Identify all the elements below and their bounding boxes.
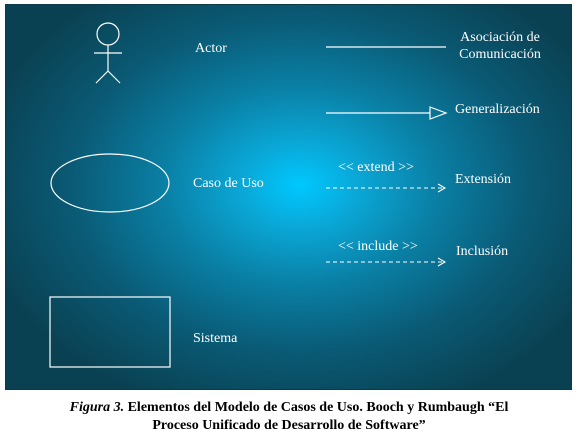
diagram-panel: Actor Caso de Uso Sistema << extend >> <…	[5, 4, 572, 390]
figure-caption: Figura 3. Elementos del Modelo de Casos …	[0, 399, 578, 435]
use-case-ellipse	[50, 153, 170, 213]
include-dashed-arrow	[326, 257, 447, 267]
figure-number: Figura 3.	[69, 400, 125, 415]
uml-diagram-canvas	[49, 22, 448, 368]
use-case-label: Caso de Uso	[193, 176, 264, 191]
caption-line-2: Proceso Unificado de Desarrollo de Softw…	[152, 418, 426, 433]
association-label-line2: Comunicación	[459, 47, 541, 62]
generalization-label: Generalización	[455, 102, 540, 117]
actor-stick-figure-icon	[94, 22, 122, 84]
include-stereotype-label: << include >>	[338, 239, 418, 254]
system-rectangle	[49, 296, 171, 368]
caption-line-1-text: Elementos del Modelo de Casos de Uso. Bo…	[124, 400, 509, 415]
system-label: Sistema	[193, 331, 238, 346]
extend-dashed-arrow	[326, 183, 447, 193]
actor-label: Actor	[195, 41, 227, 56]
association-label-line1: Asociación de	[460, 30, 540, 45]
caption-line-1: Figura 3. Elementos del Modelo de Casos …	[0, 399, 578, 417]
generalization-arrow	[326, 106, 448, 120]
inclusion-label: Inclusión	[456, 244, 509, 259]
extension-label: Extensión	[455, 172, 511, 187]
extend-stereotype-label: << extend >>	[338, 160, 414, 175]
